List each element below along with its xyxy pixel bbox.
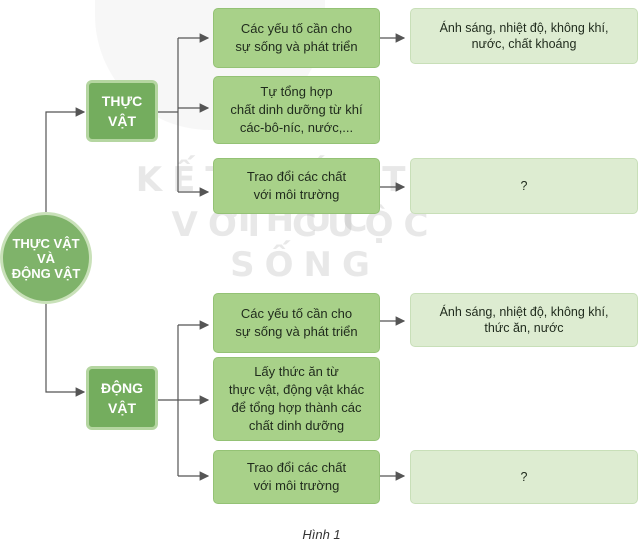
root-line-1: THỰC VẬT <box>12 235 80 251</box>
animal-box-2-line-2: thực vật, động vật khác <box>228 382 365 397</box>
plant-box-nutrition: Tự tổng hợp chất dinh dưỡng từ khí các-b… <box>213 76 380 144</box>
animal-answer-exchange: ? <box>410 450 638 504</box>
plant-box-1-line-1: Các yếu tố cần cho <box>240 21 353 36</box>
root-line-3: ĐỘNG VẬT <box>11 265 81 281</box>
animal-box-2-line-3: để tổng hợp thành các <box>231 400 362 415</box>
animal-category-node: ĐỘNG VẬT <box>86 366 158 430</box>
plant-label-line-1: THỰC <box>101 93 143 109</box>
animal-box-2-line-1: Lấy thức ăn từ <box>254 364 339 379</box>
plant-box-3-line-1: Trao đổi các chất <box>246 169 347 184</box>
animal-box-requirements: Các yếu tố cần cho sự sống và phát triển <box>213 293 380 353</box>
animal-box-3-line-2: với môi trường <box>253 478 340 493</box>
root-line-2: VÀ <box>36 250 56 266</box>
animal-answer-2-placeholder: ? <box>520 470 528 484</box>
animal-box-2-line-4: chất dinh dưỡng <box>248 418 345 433</box>
root-to-plant-arrow <box>45 107 86 212</box>
plant-box-1-line-2: sự sống và phát triển <box>235 39 358 54</box>
plant-answer-1-line-2: nước, chất khoáng <box>471 37 577 51</box>
plant-box-3-line-2: với môi trường <box>253 187 340 202</box>
plant-box-2-line-2: chất dinh dưỡng từ khí <box>230 102 363 117</box>
plant-box-2-line-3: các-bô-níc, nước,... <box>239 120 354 135</box>
plant-box-2-line-1: Tự tổng hợp <box>260 84 333 99</box>
plant-answer-requirements: Ánh sáng, nhiệt độ, không khí, nước, chấ… <box>410 8 638 64</box>
root-to-animal-arrow <box>45 304 86 397</box>
animal-answer-1-line-2: thức ăn, nước <box>484 321 564 335</box>
animal-box-3-line-1: Trao đổi các chất <box>246 460 347 475</box>
animal-answer-requirements: Ánh sáng, nhiệt độ, không khí, thức ăn, … <box>410 293 638 347</box>
plant-label-line-2: VẬT <box>108 113 136 129</box>
animal-box-1-line-1: Các yếu tố cần cho <box>240 306 353 321</box>
plant-box-exchange: Trao đổi các chất với môi trường <box>213 158 380 214</box>
plant-answer-2-placeholder: ? <box>520 179 528 193</box>
plant-box-requirements: Các yếu tố cần cho sự sống và phát triển <box>213 8 380 68</box>
animal-answer-1-line-1: Ánh sáng, nhiệt độ, không khí, <box>439 305 609 319</box>
animal-box-1-line-2: sự sống và phát triển <box>235 324 358 339</box>
root-node: THỰC VẬT VÀ ĐỘNG VẬT <box>0 212 92 304</box>
plant-answer-1-line-1: Ánh sáng, nhiệt độ, không khí, <box>439 21 609 35</box>
animal-label-line-1: ĐỘNG <box>101 380 143 396</box>
figure-caption: Hình 1 <box>302 527 341 542</box>
animal-label-line-2: VẬT <box>108 400 136 416</box>
animal-box-exchange: Trao đổi các chất với môi trường <box>213 450 380 504</box>
plant-category-node: THỰC VẬT <box>86 80 158 142</box>
plant-answer-exchange: ? <box>410 158 638 214</box>
animal-box-nutrition: Lấy thức ăn từ thực vật, động vật khác đ… <box>213 357 380 441</box>
